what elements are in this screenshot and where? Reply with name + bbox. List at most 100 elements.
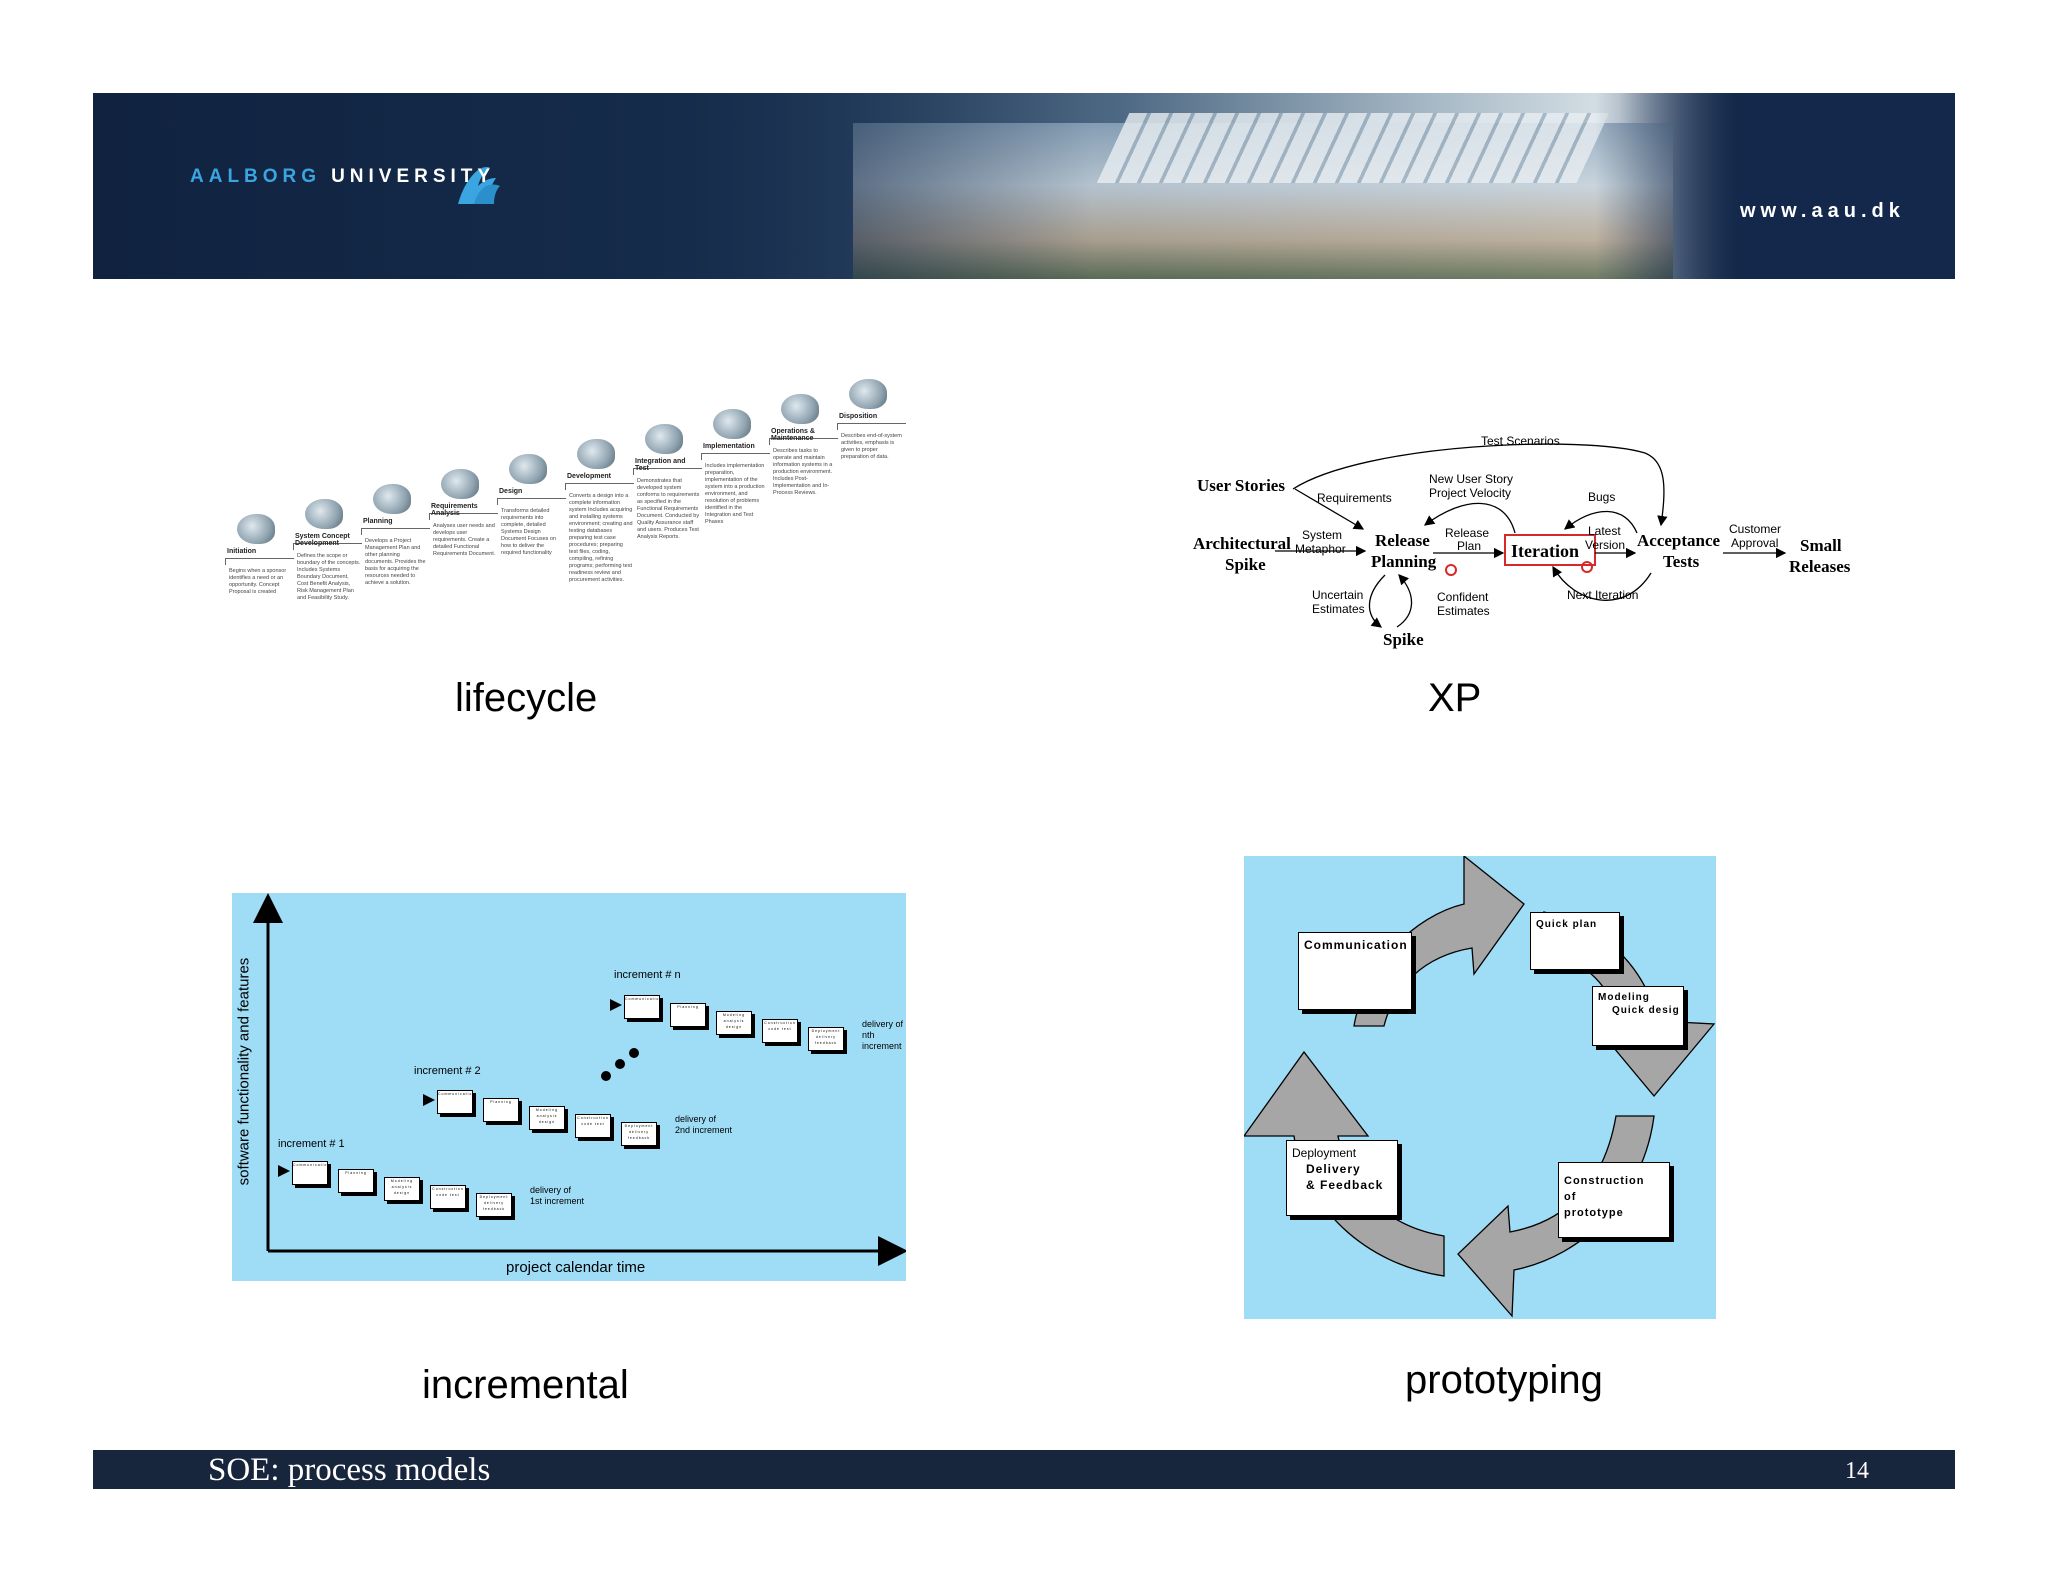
lifecycle-step xyxy=(565,483,634,490)
xp-arrow-next-iteration xyxy=(1552,565,1652,601)
banner-fade-left xyxy=(93,93,1093,279)
campus-photo-roof xyxy=(1096,113,1610,183)
increment-activity-box: Deployment delivery feedback xyxy=(476,1193,512,1217)
xp-arrow-uncertain xyxy=(1368,574,1386,628)
prototyping-diagram: Communication Quick plan Modeling Quick … xyxy=(1244,856,1716,1319)
lifecycle-phase-text: Converts a design into a complete inform… xyxy=(569,493,633,583)
lifecycle-phase-icon xyxy=(849,379,887,409)
xp-arrow-bugs xyxy=(1563,510,1638,534)
xp-release-plan-1: Release xyxy=(1445,526,1489,540)
increment-activity-box: Planning xyxy=(338,1169,374,1193)
increment-delivery-line1: delivery of xyxy=(675,1114,717,1124)
xp-approval: Approval xyxy=(1731,536,1778,550)
proto-modeling-box: Modeling Quick design xyxy=(1592,986,1684,1046)
proto-deployment-box: Deployment Delivery & Feedback xyxy=(1286,1140,1398,1216)
lifecycle-caption: lifecycle xyxy=(455,676,598,720)
header-banner xyxy=(93,93,1955,279)
proto-delivery: Delivery xyxy=(1306,1162,1361,1176)
lifecycle-phase-icon xyxy=(237,514,275,544)
lifecycle-phase-icon xyxy=(441,469,479,499)
lifecycle-phase-text: Describes end-of-system activities, emph… xyxy=(841,433,902,460)
lifecycle-phase-title: Initiation xyxy=(227,548,257,555)
increment-activity-box: Construction code test xyxy=(430,1185,466,1209)
lifecycle-step xyxy=(429,513,498,520)
magnifier-icon xyxy=(1445,564,1457,576)
increment-label: increment # 1 xyxy=(278,1138,345,1150)
lifecycle-phase-text: Describes tasks to operate and maintain … xyxy=(773,448,833,496)
university-logo[interactable]: AALBORG UNIVERSITY xyxy=(190,162,495,192)
lifecycle-step xyxy=(769,438,838,445)
xp-user-stories: User Stories xyxy=(1197,476,1285,495)
increment-label: increment # n xyxy=(614,969,681,981)
xp-confident: Confident xyxy=(1437,590,1489,604)
xp-diagram: Test Scenarios User Stories Requirements… xyxy=(1193,434,1851,649)
incremental-diagram: software functionality and features proj… xyxy=(232,893,906,1281)
lifecycle-phase-icon xyxy=(781,394,819,424)
xp-tests: Tests xyxy=(1663,552,1700,571)
xp-customer: Customer xyxy=(1729,522,1781,536)
footer-title: SOE: process models xyxy=(208,1452,491,1488)
page-number: 14 xyxy=(1845,1458,1869,1484)
lifecycle-step xyxy=(633,468,702,475)
incremental-y-label: software functionality and features xyxy=(235,957,253,1186)
xp-spike-bottom: Spike xyxy=(1383,630,1424,649)
lifecycle-phase-title: System Concept Development xyxy=(295,533,350,547)
xp-planning: Planning xyxy=(1371,552,1437,571)
website-link[interactable]: www.aau.dk xyxy=(1740,200,1905,222)
xp-small: Small xyxy=(1800,536,1842,555)
proto-construction: Construction xyxy=(1564,1175,1645,1187)
increment-delivery-line1: delivery of xyxy=(530,1185,572,1195)
xp-project-velocity: Project Velocity xyxy=(1429,486,1511,500)
xp-release: Release xyxy=(1375,531,1430,550)
increment-activity-box: Modeling analysis design xyxy=(529,1106,565,1130)
xp-architectural: Architectural xyxy=(1193,534,1291,553)
xp-acceptance: Acceptance xyxy=(1637,531,1721,550)
lifecycle-step xyxy=(701,453,770,460)
increment-activity-box: Deployment delivery feedback xyxy=(621,1122,657,1146)
increment-activity-box: Communication xyxy=(292,1161,328,1185)
proto-construction-box: Construction of prototype xyxy=(1558,1162,1670,1238)
lifecycle-phase-text: Develops a Project Management Plan and o… xyxy=(365,538,426,586)
prototyping-caption: prototyping xyxy=(1405,1358,1603,1402)
lifecycle-step xyxy=(293,543,362,550)
lifecycle-phase-icon xyxy=(373,484,411,514)
xp-arrow-confident xyxy=(1396,574,1413,628)
proto-quick-plan-box: Quick plan xyxy=(1530,912,1620,970)
increment-activity-box: Planning xyxy=(670,1003,706,1027)
proto-communication-box: Communication xyxy=(1298,932,1412,1010)
increment-activity-box: Construction code test xyxy=(762,1019,798,1043)
xp-system: System xyxy=(1302,528,1342,542)
lifecycle-phase-text: Includes implementation preparation, imp… xyxy=(705,463,765,525)
increment-delivery-line2: nth increment xyxy=(862,1030,902,1051)
proto-communication: Communication xyxy=(1304,938,1408,952)
lifecycle-phase-icon xyxy=(305,499,343,529)
lifecycle-step xyxy=(837,423,906,430)
increment-activity-box: Communication xyxy=(624,995,660,1019)
xp-releases: Releases xyxy=(1789,557,1851,576)
proto-prototype: prototype xyxy=(1564,1207,1624,1219)
xp-caption: XP xyxy=(1428,676,1482,720)
lifecycle-phase-title: Requirements Analysis xyxy=(431,503,478,517)
footer-bar xyxy=(93,1450,1955,1489)
lifecycle-phase-title: Operations & Maintenance xyxy=(771,428,815,442)
lifecycle-phase-title: Design xyxy=(499,488,523,495)
lifecycle-phase-title: Development xyxy=(567,473,611,480)
xp-requirements: Requirements xyxy=(1317,491,1392,505)
magnifier-icon xyxy=(1581,561,1593,573)
increment-activity-box: Modeling analysis design xyxy=(384,1177,420,1201)
banner-fade-right xyxy=(1595,93,1955,279)
lifecycle-phase-text: Analyses user needs and develops user re… xyxy=(433,523,496,557)
xp-spike-left: Spike xyxy=(1225,555,1266,574)
xp-metaphor: Metaphor xyxy=(1295,542,1346,556)
xp-new-user-story: New User Story xyxy=(1429,472,1513,486)
xp-latest: Latest xyxy=(1588,524,1621,538)
increment-start-arrow xyxy=(278,1165,290,1177)
increment-delivery-line2: 1st increment xyxy=(530,1196,585,1206)
lifecycle-phase-title: Disposition xyxy=(839,413,878,420)
proto-quick-plan: Quick plan xyxy=(1536,919,1598,930)
increment-activity-box: Communication xyxy=(437,1090,473,1114)
lifecycle-phase-text: Defines the scope or boundary of the con… xyxy=(297,553,361,601)
lifecycle-phase-icon xyxy=(713,409,751,439)
